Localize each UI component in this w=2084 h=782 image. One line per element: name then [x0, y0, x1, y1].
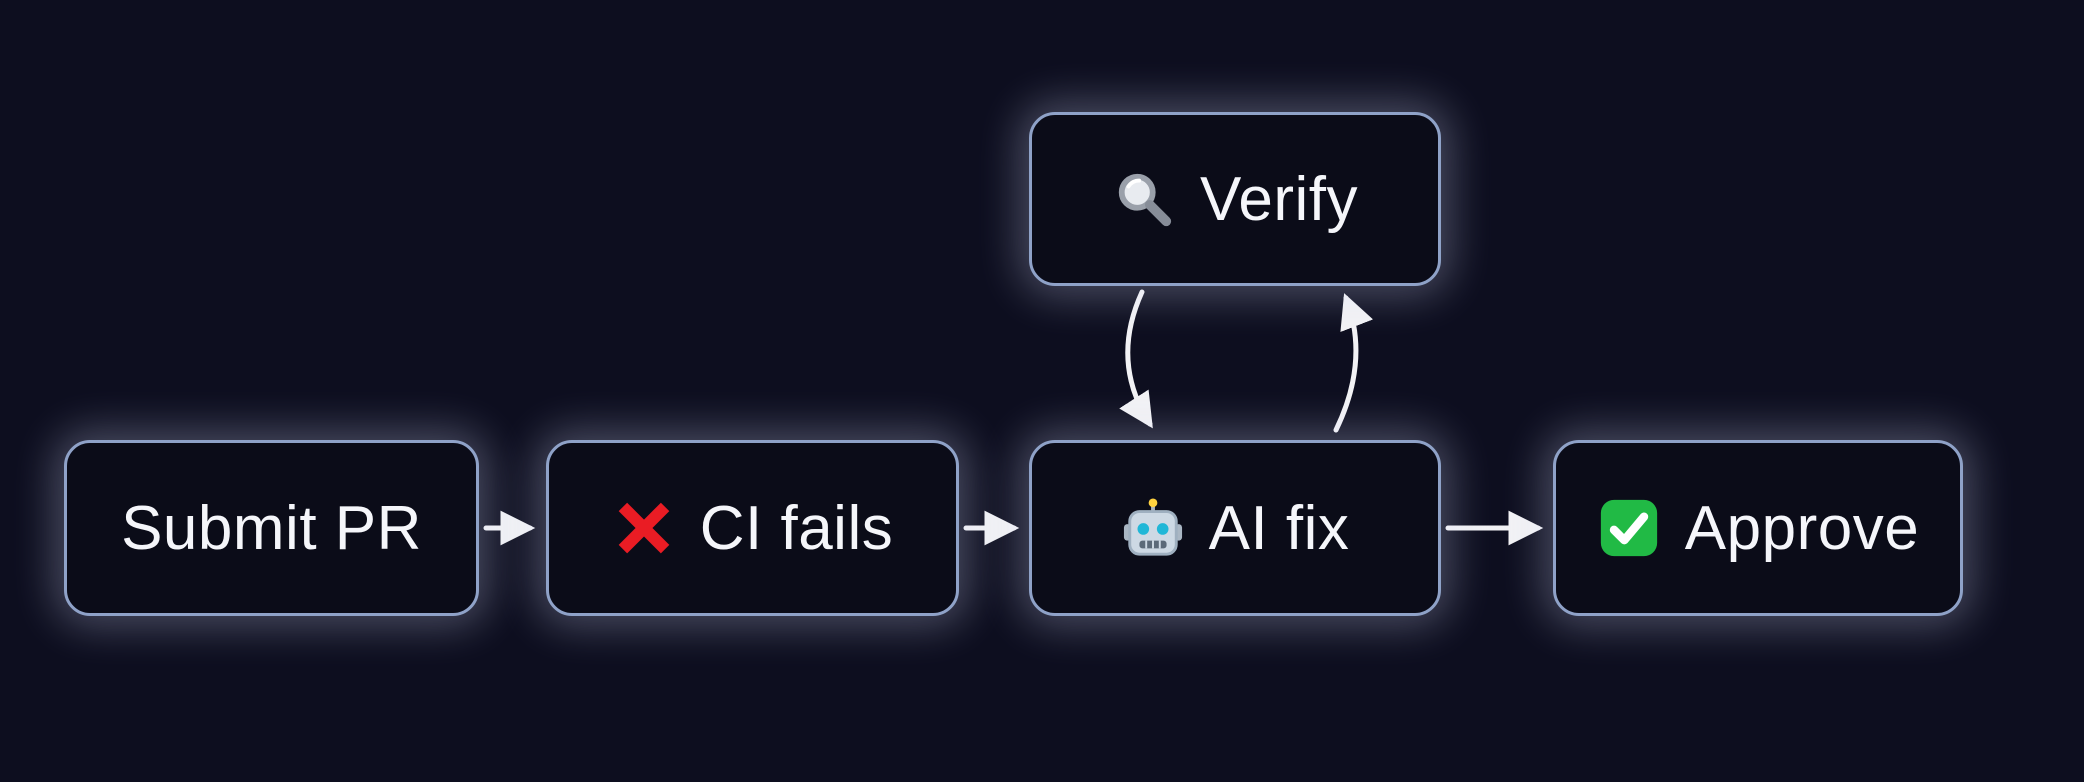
magnifying-glass-icon	[1112, 167, 1176, 231]
node-label: Verify	[1199, 164, 1359, 234]
node-label: AI fix	[1208, 493, 1350, 563]
node-verify: Verify	[1029, 112, 1441, 286]
node-label: Submit PR	[121, 493, 422, 563]
node-approve: Approve	[1553, 440, 1963, 616]
robot-icon	[1121, 496, 1185, 560]
node-ai-fix: AI fix	[1029, 440, 1441, 616]
node-label: CI fails	[699, 493, 894, 563]
cross-mark-icon	[612, 496, 676, 560]
arrow-verify-to-ai-fix	[1119, 289, 1153, 429]
node-label: Approve	[1684, 493, 1920, 563]
check-mark-icon	[1597, 496, 1661, 560]
node-ci-fails: CI fails	[546, 440, 959, 616]
arrow-ai-fix-to-verify	[1333, 293, 1374, 433]
node-submit-pr: Submit PR	[64, 440, 479, 616]
